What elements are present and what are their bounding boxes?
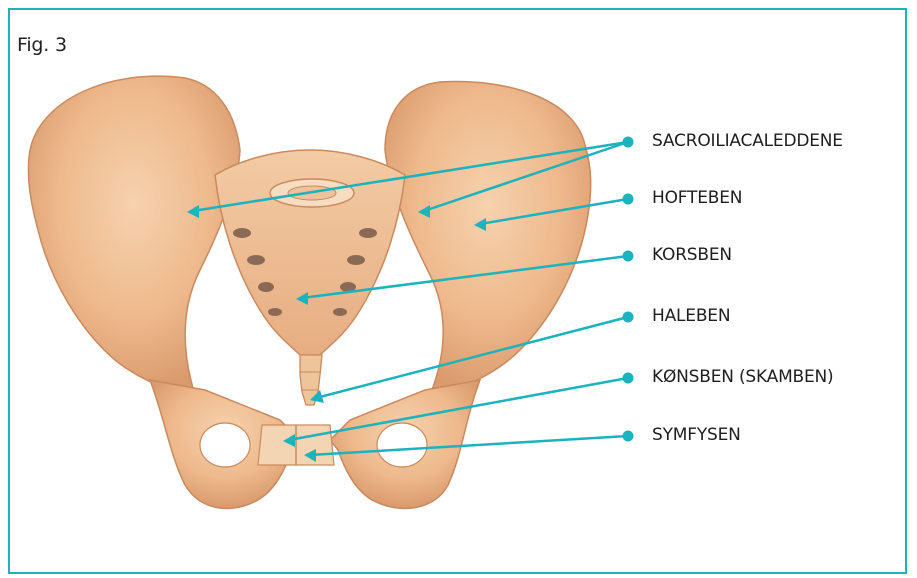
label-konsben: KØNSBEN (SKAMBEN) <box>652 367 833 387</box>
left-ilium <box>28 76 240 395</box>
label-symfysen: SYMFYSEN <box>652 425 741 445</box>
label-haleben: HALEBEN <box>652 306 730 326</box>
label-korsben: KORSBEN <box>652 245 732 265</box>
leader-dots <box>623 137 634 442</box>
label-sacroiliacaleddene: SACROILIACALEDDENE <box>652 131 843 151</box>
right-ilium <box>385 82 591 395</box>
label-hofteben: HOFTEBEN <box>652 188 742 208</box>
